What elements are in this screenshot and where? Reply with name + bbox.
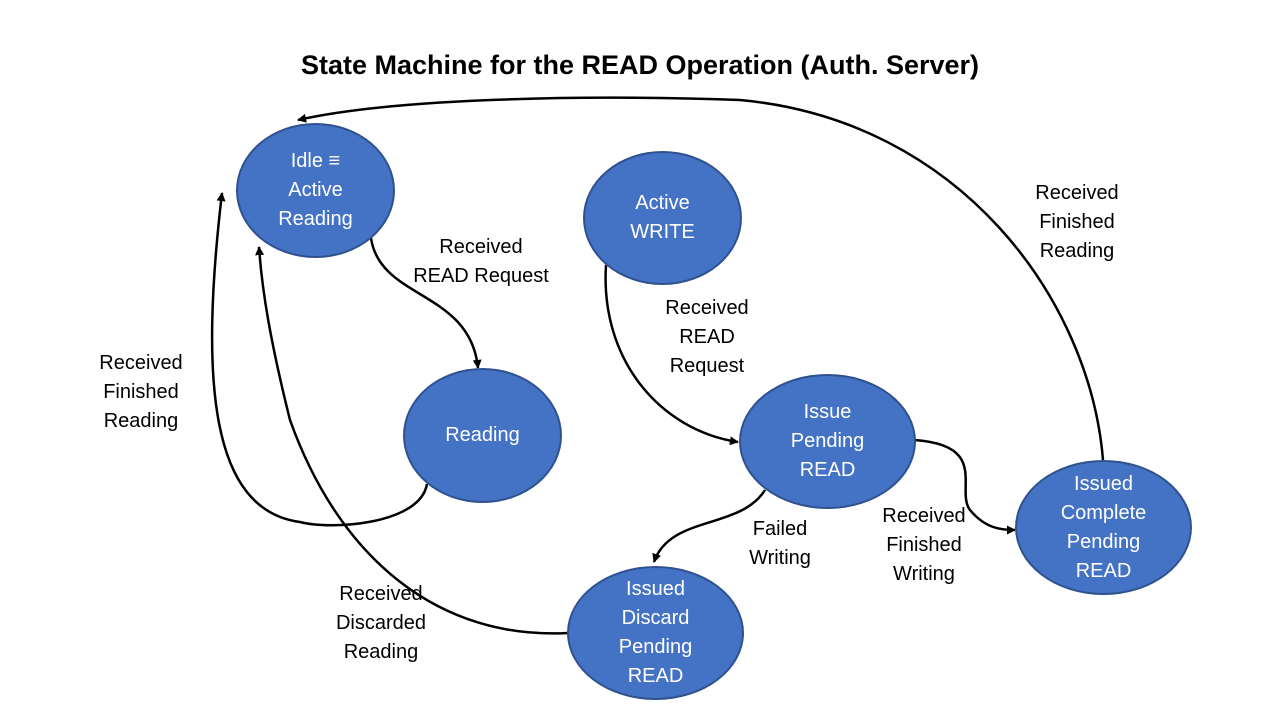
transition-label-line: Writing: [749, 547, 811, 569]
state-label-line: Pending: [618, 636, 693, 658]
arrow-complete-to-idle: [297, 96, 1105, 461]
transition-label-line: Received: [665, 297, 749, 319]
transition-label-line: Request: [669, 355, 745, 377]
state-label-line: Active: [635, 192, 690, 214]
state-reading[interactable]: Reading: [403, 368, 562, 503]
label-idle-to-reading: Received READ Request: [413, 233, 549, 291]
state-label-line: Issue: [803, 401, 852, 423]
arrow-write-to-issue: [604, 264, 739, 446]
transition-label-line: Finished: [1039, 211, 1115, 233]
state-label-line: Discard: [621, 607, 690, 629]
transition-label-line: Reading: [1039, 240, 1115, 262]
state-label-line: Complete: [1060, 501, 1147, 524]
transition-label-line: Received: [882, 505, 966, 527]
state-issue-pending-read[interactable]: Issue Pending READ: [739, 374, 916, 509]
label-discard-to-idle: Received Discarded Reading: [336, 580, 426, 667]
transition-label-line: Finished: [886, 534, 962, 556]
state-label-line: Active: [288, 179, 343, 201]
diagram-title: State Machine for the READ Operation (Au…: [300, 50, 980, 80]
arrow-idle-to-reading: [369, 237, 482, 369]
state-label-line: Pending: [790, 430, 865, 452]
state-label-line: Idle ≡: [290, 150, 341, 172]
transition-label-line: Received: [439, 236, 523, 258]
label-complete-to-idle: Received Finished Reading: [1035, 179, 1118, 266]
transition-label-line: Writing: [893, 563, 955, 585]
state-label-line: READ: [627, 665, 684, 687]
transition-label-line: Finished: [103, 381, 179, 403]
state-label-line: Pending: [1066, 530, 1141, 553]
transition-label-line: Received: [339, 583, 423, 605]
label-issue-to-complete: Received Finished Writing: [882, 502, 965, 589]
label-reading-to-idle: Received Finished Reading: [99, 349, 182, 436]
transition-label-line: Received: [1035, 182, 1119, 204]
state-issued-discard-pending-read[interactable]: Issued Discard Pending READ: [567, 566, 744, 700]
label-write-to-issue: Received READ Request: [665, 294, 748, 381]
arrow-issue-to-discard: [652, 489, 767, 563]
transition-label-line: Reading: [343, 641, 419, 663]
transition-label-line: Discarded: [335, 612, 427, 634]
arrow-reading-to-idle: [210, 192, 429, 527]
state-idle-active-reading[interactable]: Idle ≡ Active Reading: [236, 123, 395, 258]
state-label-line: READ: [799, 459, 856, 481]
state-label-line: Reading: [445, 424, 520, 446]
arrow-discard-to-idle: [255, 246, 569, 635]
transition-label-line: Failed: [752, 518, 808, 540]
state-label-line: Issued: [626, 578, 685, 600]
state-label-line: WRITE: [630, 221, 695, 243]
label-issue-to-discard: Failed Writing: [749, 515, 811, 573]
transition-label-line: Reading: [103, 410, 179, 432]
state-active-write[interactable]: Active WRITE: [583, 151, 742, 285]
transition-label-line: Received: [99, 352, 183, 374]
state-label-line: READ: [1075, 559, 1132, 582]
state-issued-complete-pending-read[interactable]: Issued Complete Pending READ: [1015, 460, 1192, 595]
state-label-line: Issued: [1074, 472, 1133, 495]
state-label-line: Reading: [278, 208, 353, 230]
arrow-issue-to-complete: [913, 438, 1016, 535]
transition-label-line: READ: [679, 326, 735, 348]
transition-label-line: READ Request: [413, 265, 549, 287]
